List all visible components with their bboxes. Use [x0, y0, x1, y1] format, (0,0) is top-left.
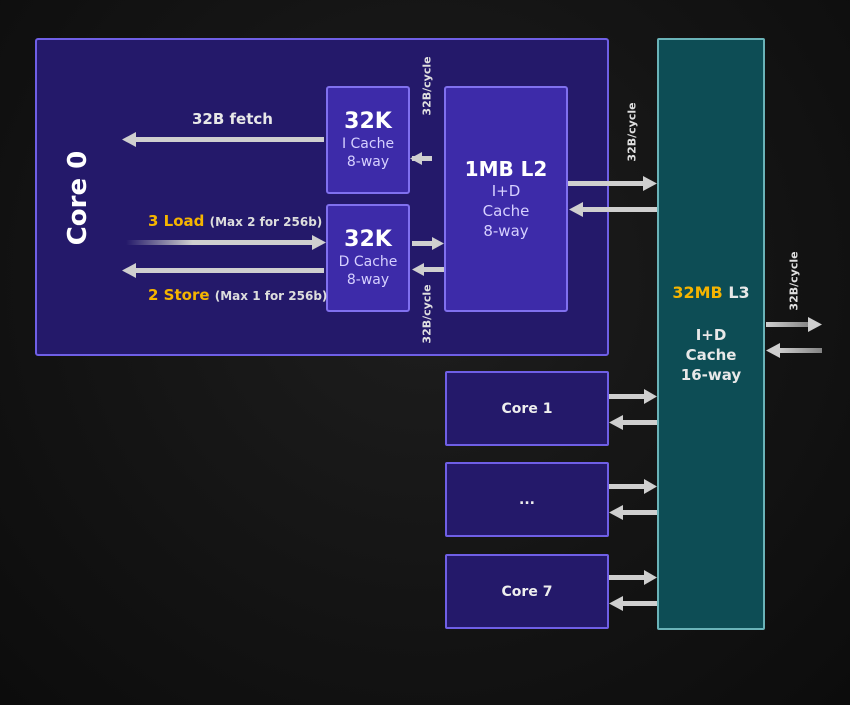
dcache-ways: 8-way — [346, 272, 390, 288]
core-ellipsis-l3-arrows — [609, 479, 657, 520]
core7-block: Core 7 — [445, 554, 609, 629]
fetch-arrow — [122, 132, 324, 147]
icache-block: 32K I Cache 8-way — [326, 86, 410, 194]
core1-label: Core 1 — [501, 400, 553, 417]
l3-title: 32MB L3 — [672, 283, 749, 303]
core7-label: Core 7 — [501, 583, 553, 600]
fetch-label: 32B fetch — [192, 110, 273, 128]
l3-size: 32MB — [672, 283, 723, 302]
l2-type: I+D — [491, 182, 521, 200]
l3-ways: 16-way — [680, 366, 742, 384]
l3-level: L3 — [728, 283, 750, 302]
icache-l2-arrows — [410, 152, 432, 165]
store-note: (Max 1 for 256b) — [214, 289, 328, 303]
l2-l3-arrows — [568, 176, 657, 217]
l3-out-arrows — [766, 317, 822, 358]
l3-cache-block: 32MB L3 I+D Cache 16-way — [657, 38, 765, 630]
store-count: 2 Store — [148, 286, 210, 304]
core-ellipsis-block: ... — [445, 462, 609, 537]
l2-ways: 8-way — [483, 222, 529, 240]
icache-size: 32K — [344, 109, 392, 134]
icache-name: I Cache — [341, 136, 395, 152]
l2-name: Cache — [482, 202, 530, 220]
core7-l3-arrows — [609, 570, 657, 611]
store-arrow — [122, 263, 324, 278]
core-ellipsis-label: ... — [519, 491, 535, 508]
l3-name: Cache — [685, 346, 737, 364]
dcache-name: D Cache — [338, 254, 398, 270]
icache-ways: 8-way — [346, 154, 390, 170]
load-label: 3 Load (Max 2 for 256b) — [148, 212, 322, 230]
core1-l3-arrows — [609, 389, 657, 430]
l3-type: I+D — [695, 326, 727, 344]
l2-size: 1MB L2 — [464, 157, 548, 181]
dcache-l2-arrows — [412, 237, 444, 276]
dcache-size: 32K — [344, 227, 392, 252]
load-arrow — [126, 235, 326, 250]
dcache-block: 32K D Cache 8-way — [326, 204, 410, 312]
store-label: 2 Store (Max 1 for 256b) — [148, 286, 327, 304]
load-count: 3 Load — [148, 212, 205, 230]
l2-cache-block: 1MB L2 I+D Cache 8-way — [444, 86, 568, 312]
load-note: (Max 2 for 256b) — [209, 215, 323, 229]
core1-block: Core 1 — [445, 371, 609, 446]
